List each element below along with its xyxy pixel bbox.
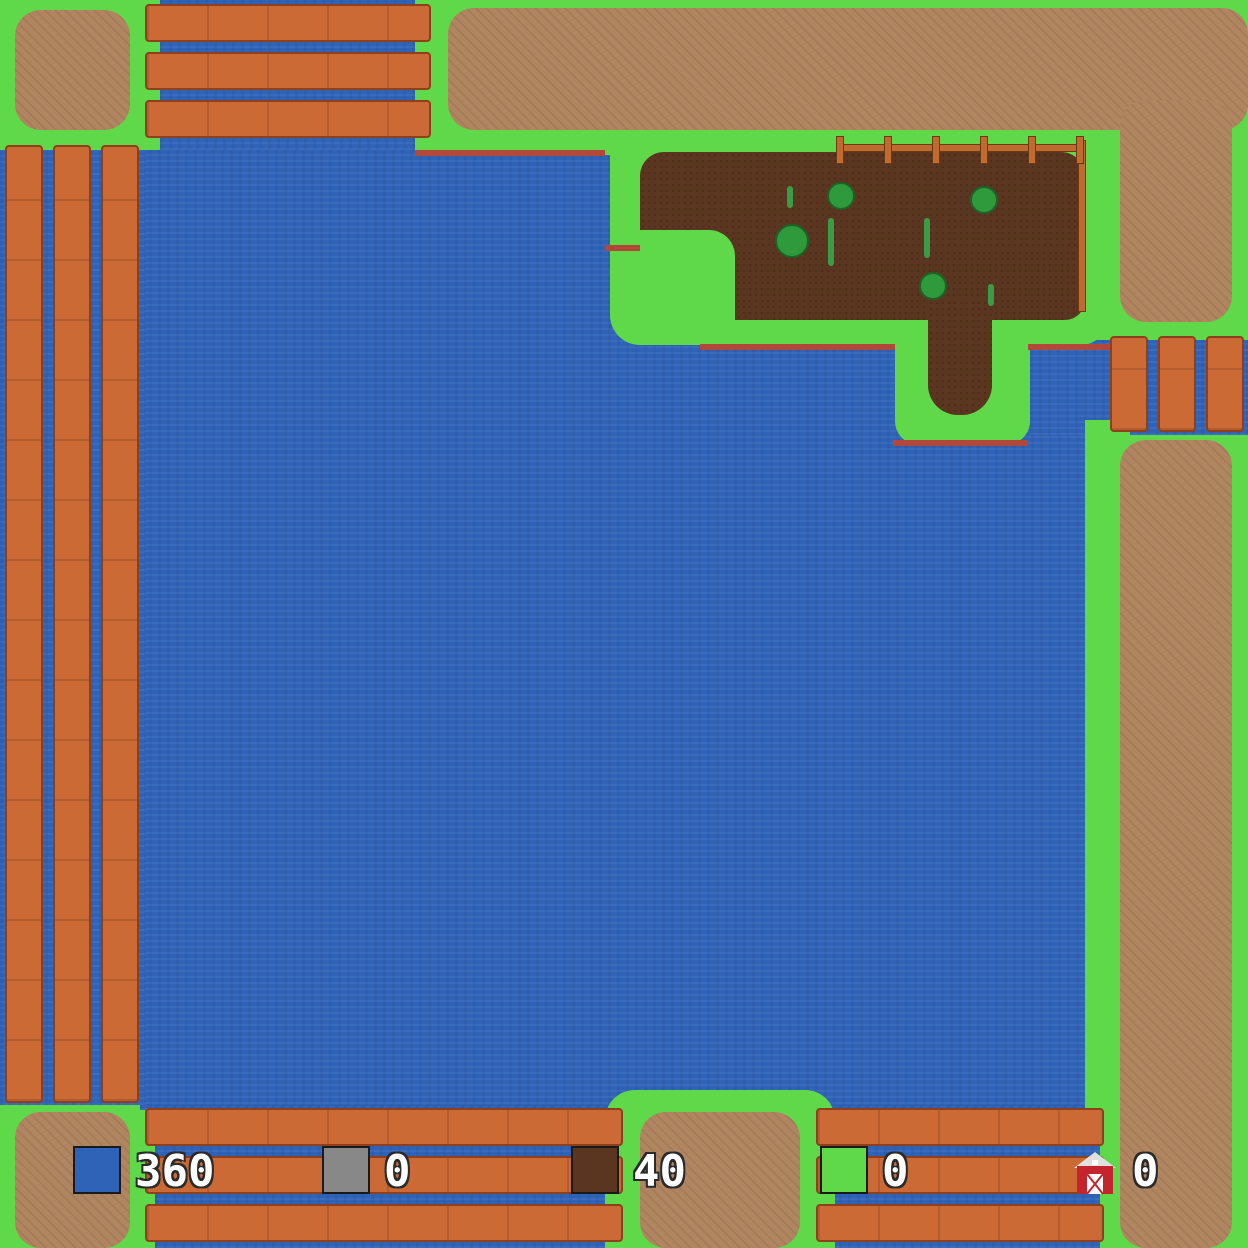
farm-field-lower (735, 250, 1085, 320)
bridge-right (1108, 336, 1248, 432)
stone-swatch (322, 1146, 370, 1194)
soil-count: 40 (633, 1146, 686, 1197)
bridge-bottom-left (145, 1108, 625, 1248)
bush-icon[interactable] (827, 182, 855, 210)
path-bottom-mid (640, 1112, 800, 1248)
plank (816, 1108, 1104, 1146)
bank-top (415, 150, 605, 156)
plank (1158, 336, 1196, 432)
fence-top-rail (836, 144, 1086, 152)
plank (101, 145, 139, 1103)
fence-post (932, 136, 940, 164)
farm-field-tail (928, 300, 992, 415)
stone-count: 0 (384, 1146, 411, 1197)
fence-post (980, 136, 988, 164)
plank (145, 1156, 623, 1194)
bridge-left (5, 145, 141, 1105)
tree-icon[interactable] (775, 224, 809, 258)
water-count: 360 (135, 1146, 215, 1197)
plank (145, 1108, 623, 1146)
plank (1206, 336, 1244, 432)
path-bottom-left (15, 1112, 130, 1248)
plank (145, 1204, 623, 1242)
grass-count: 0 (882, 1146, 909, 1197)
fence-post (1076, 136, 1084, 164)
fence-post (884, 136, 892, 164)
fence-post (836, 136, 844, 164)
bush-icon[interactable] (970, 186, 998, 214)
path-right-upper (1120, 100, 1232, 322)
plank (5, 145, 43, 1103)
plank (1110, 336, 1148, 432)
fence-right-rail (1078, 140, 1086, 312)
fence-post (1028, 136, 1036, 164)
barn-icon (1070, 1146, 1120, 1196)
water-swatch (73, 1146, 121, 1194)
path-right (1120, 440, 1232, 1248)
bank-east (1028, 344, 1110, 350)
bank-peninsula-tip (893, 440, 1028, 446)
path-top (448, 8, 1248, 130)
sprout-icon[interactable] (787, 186, 793, 208)
plank (145, 4, 431, 42)
bank-peninsula-south (700, 344, 895, 350)
grass-swatch (820, 1146, 868, 1194)
sprout-icon[interactable] (988, 284, 994, 306)
barn-count: 0 (1132, 1146, 1159, 1197)
sprout-icon[interactable] (924, 218, 930, 258)
bush-icon[interactable] (919, 272, 947, 300)
bridge-bottom-right (816, 1108, 1106, 1248)
plank (145, 100, 431, 138)
soil-swatch (571, 1146, 619, 1194)
plank (816, 1204, 1104, 1242)
farm-grass-cut (640, 230, 735, 325)
sprout-icon[interactable] (828, 218, 834, 266)
bridge-top (145, 4, 431, 140)
path-top-left (15, 10, 130, 130)
plank (53, 145, 91, 1103)
plank (145, 52, 431, 90)
resource-hud: 360 0 40 0 0 (0, 1146, 1248, 1198)
